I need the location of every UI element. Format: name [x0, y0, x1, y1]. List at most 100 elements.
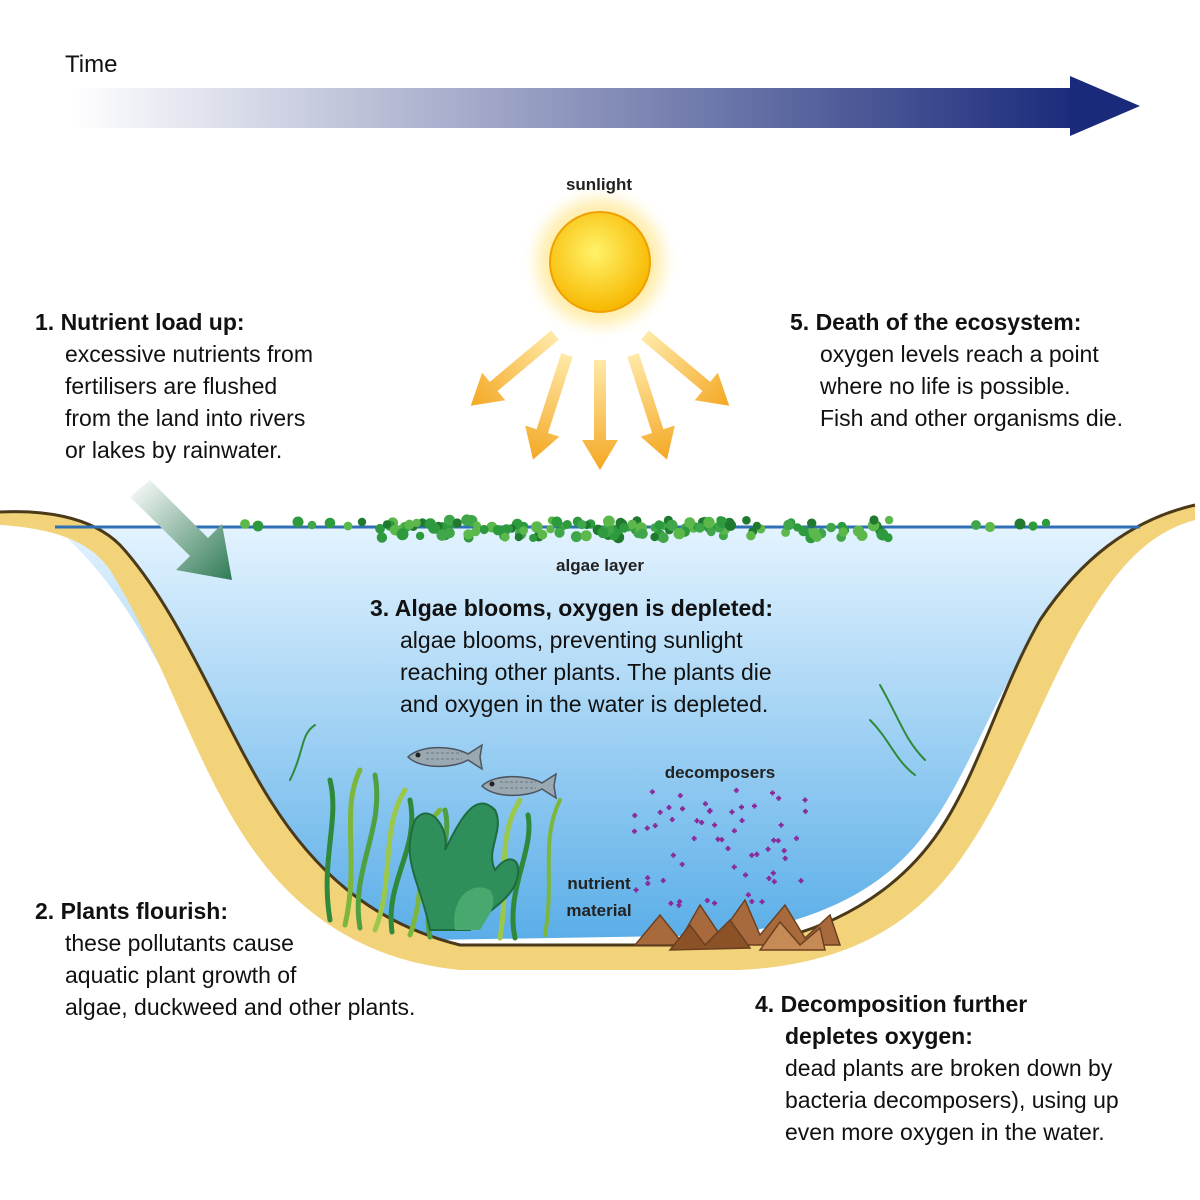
- step-5-line-1: oxygen levels reach a point: [820, 341, 1099, 367]
- decomposer-dot: [668, 900, 674, 906]
- decomposer-dot: [657, 809, 663, 815]
- algae-dot: [554, 527, 565, 538]
- sun-ray-icon: [582, 360, 618, 470]
- step-3-heading: 3. Algae blooms, oxygen is depleted:: [370, 595, 774, 621]
- algae-dot: [1028, 521, 1038, 531]
- algae-layer-dots: [240, 514, 1051, 544]
- step-4-heading-line-2: depletes oxygen:: [785, 1023, 973, 1049]
- step-5-line-2: where no life is possible.: [820, 373, 1071, 399]
- algae-dot: [570, 531, 582, 543]
- step-3-line-2: reaching other plants. The plants die: [400, 659, 772, 685]
- algae-dot: [883, 533, 893, 543]
- decomposer-dot: [666, 804, 672, 810]
- decomposer-dot: [632, 813, 638, 819]
- decomposers-label: decomposers: [665, 763, 776, 782]
- decomposer-dot: [749, 899, 755, 905]
- algae-dot: [706, 527, 716, 537]
- decomposer-dot: [781, 848, 787, 854]
- step-5-heading: 5. Death of the ecosystem:: [790, 309, 1082, 335]
- algae-dot: [452, 518, 462, 528]
- decomposer-dot: [633, 887, 639, 893]
- algae-dot: [627, 519, 637, 530]
- decomposer-dot: [676, 902, 682, 908]
- algae-dot: [375, 523, 385, 534]
- decomposer-dot: [649, 789, 655, 795]
- algae-dot: [580, 530, 592, 542]
- decomposer-dot: [775, 838, 781, 844]
- algae-dot: [826, 522, 836, 533]
- seaweed-clump: [408, 802, 520, 931]
- decomposer-dot: [731, 828, 737, 834]
- algae-dot: [658, 532, 669, 544]
- decomposer-dot: [631, 828, 637, 834]
- decomposer-dot: [802, 808, 808, 814]
- step-4-line-1: dead plants are broken down by: [785, 1055, 1113, 1081]
- algae-dot: [703, 516, 715, 529]
- algae-dot: [838, 527, 848, 537]
- algae-dot: [240, 519, 250, 529]
- step-2-heading: 2. Plants flourish:: [35, 898, 228, 924]
- decomposer-dot: [669, 817, 675, 823]
- decomposer-dot: [739, 804, 745, 810]
- algae-dot: [404, 519, 415, 530]
- algae-dot: [500, 532, 510, 542]
- nutrient-inflow-arrow: [130, 480, 232, 580]
- decomposer-dot: [770, 870, 776, 876]
- decomposer-dot: [670, 852, 676, 858]
- algae-dot: [444, 514, 455, 526]
- algae-dot: [551, 516, 563, 528]
- decomposer-dot: [702, 801, 708, 807]
- decomposer-dot: [644, 825, 650, 831]
- step-2-line-2: aquatic plant growth of: [65, 962, 297, 988]
- algae-dot: [783, 519, 794, 531]
- nutrient-material-label-line2: material: [566, 901, 631, 920]
- algae-dot: [412, 518, 421, 528]
- algae-dot: [376, 532, 388, 543]
- step-1-line-1: excessive nutrients from: [65, 341, 313, 367]
- algae-dot: [637, 528, 648, 539]
- algae-dot: [716, 516, 725, 525]
- algae-dot: [798, 526, 809, 537]
- decomposer-dot: [802, 797, 808, 803]
- algae-dot: [869, 515, 879, 525]
- algae-dot: [461, 514, 473, 526]
- algae-dot: [546, 525, 555, 534]
- step-1-line-2: fertilisers are flushed: [65, 373, 278, 399]
- algae-dot: [1041, 518, 1051, 528]
- decomposer-dot: [731, 864, 737, 870]
- decomposer-dot: [733, 787, 739, 793]
- decomposer-dot: [749, 852, 755, 858]
- step-5-death-of-ecosystem: 5. Death of the ecosystem: oxygen levels…: [790, 306, 1123, 434]
- algae-dot: [673, 527, 685, 540]
- decomposer-dot: [754, 851, 760, 857]
- decomposer-dot: [759, 899, 765, 905]
- decomposer-dot: [707, 808, 713, 814]
- time-label: Time: [65, 51, 117, 78]
- decomposer-dot: [677, 793, 683, 799]
- step-2-plants-flourish: 2. Plants flourish: these pollutants cau…: [35, 895, 415, 1023]
- step-2-line-1: these pollutants cause: [65, 930, 294, 956]
- decomposer-dot: [782, 855, 788, 861]
- decomposer-dot: [778, 822, 784, 828]
- algae-dot: [514, 533, 523, 542]
- decomposer-dot: [798, 878, 804, 884]
- algae-dot: [537, 529, 548, 540]
- sun-icon: [520, 182, 680, 342]
- algae-dot: [666, 519, 678, 531]
- algae-dot: [752, 521, 762, 530]
- algae-dot: [562, 520, 572, 529]
- decomposer-dot: [660, 878, 666, 884]
- algae-dot: [984, 521, 996, 533]
- decomposer-dot: [725, 846, 731, 852]
- algae-dot: [463, 529, 474, 540]
- algae-dot: [807, 518, 817, 528]
- step-2-line-3: algae, duckweed and other plants.: [65, 994, 416, 1020]
- step-1-heading: 1. Nutrient load up:: [35, 309, 245, 335]
- algae-dot: [324, 517, 336, 529]
- step-4-heading-line-1: 4. Decomposition further: [755, 991, 1028, 1017]
- decomposer-dot: [793, 835, 799, 841]
- algae-dot: [357, 517, 367, 527]
- decomposer-dot: [645, 880, 651, 886]
- decomposer-dot: [645, 875, 651, 881]
- algae-dot: [654, 520, 664, 530]
